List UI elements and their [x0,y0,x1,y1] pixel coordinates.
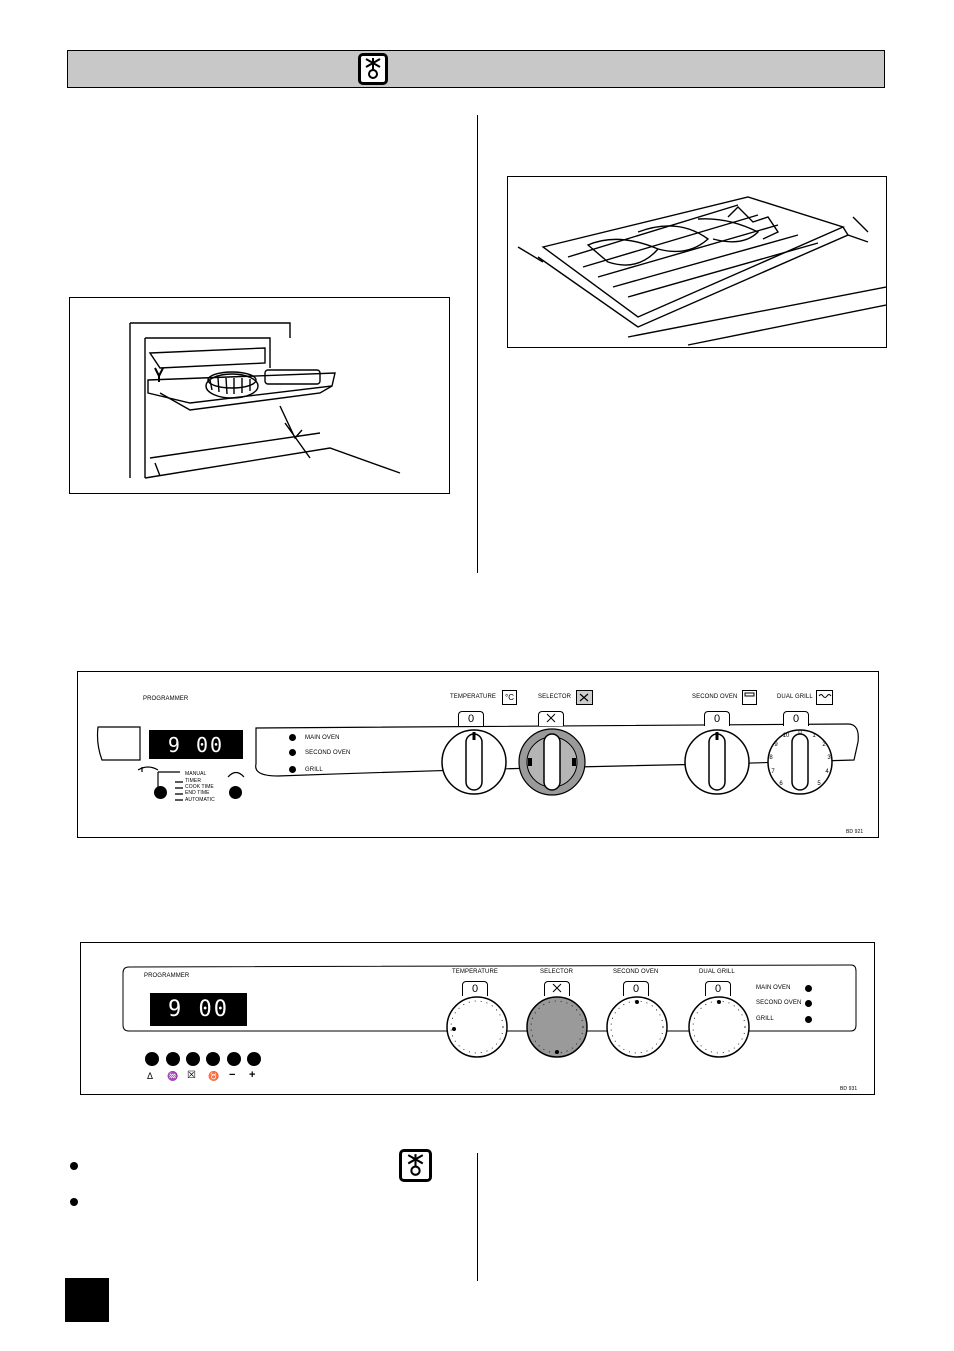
mode-timer: TIMER [185,778,202,784]
dual-grill-scale-10: 10 [783,733,790,739]
celsius-icon: °C [502,690,517,705]
temperature-value: 0 [458,711,484,726]
dual-grill-scale-1: 1 [812,733,816,739]
second-oven-knob[interactable] [605,995,669,1059]
dual-grill-scale-2: 2 [822,742,826,748]
column-divider [477,115,478,573]
second-oven-indicator-label: SECOND OVEN [305,750,351,756]
bell-icon: Δ [147,1071,154,1081]
bullet [70,1162,78,1170]
temperature-knob[interactable] [445,995,509,1059]
main-oven-indicator [805,985,812,992]
bullet [70,1198,78,1206]
mode-end-time: END TIME [185,790,210,796]
programmer-display: 9 00 [149,730,243,759]
control-panel-bd931: PROGRAMMER 9 00 TEMPERATURE SELECTOR SEC… [80,942,875,1095]
selector-knob-label: SELECTOR [538,694,572,700]
programmer-label: PROGRAMMER [143,696,189,702]
second-oven-value: 0 [623,981,649,996]
main-oven-indicator [289,734,296,741]
dual-grill-knob-label: DUAL GRILL [777,694,813,700]
second-oven-icon [742,690,757,705]
selector-value [544,981,570,996]
selector-knob-label: SELECTOR [540,969,574,975]
dual-grill-knob[interactable]: 0 1 2 3 4 5 6 7 8 9 10 [764,726,836,798]
second-oven-knob[interactable] [681,726,753,798]
selector-knob[interactable] [525,995,589,1059]
grill-indicator [805,1016,812,1023]
dual-grill-scale-6: 6 [779,781,783,787]
dual-grill-scale-4: 4 [825,769,829,775]
selector-knob[interactable] [516,726,588,798]
cook-time-icon: ♒ [167,1071,179,1081]
selector-value [538,711,564,726]
oven-function-icon [358,53,388,85]
mode-select-button[interactable] [154,786,167,799]
mode-automatic: AUTOMATIC [185,797,215,803]
minus-button[interactable] [227,1052,241,1066]
grill-pan-illustration [507,176,887,348]
dual-grill-knob-label: DUAL GRILL [699,969,735,975]
dual-grill-scale-0: 0 [798,730,802,736]
dual-grill-scale-9: 9 [774,742,778,748]
temperature-knob-label: TEMPERATURE [452,969,498,975]
mode-cook-time: COOK TIME [185,784,214,790]
section-header-bar [67,50,885,88]
oven-function-icon [576,690,593,705]
minus-icon: − [229,1069,236,1081]
end-time-icon: ☒ [187,1070,196,1081]
plus-button[interactable] [247,1052,261,1066]
programmer-label: PROGRAMMER [144,973,190,979]
temperature-knob-label: TEMPERATURE [450,694,496,700]
cook-time-button[interactable] [166,1052,180,1066]
control-panel-bd921: PROGRAMMER 9 00 MAIN OVEN SECOND OVEN GR… [77,671,879,838]
grill-indicator-label: GRILL [756,1016,774,1022]
programmer-display: 9 00 [150,993,247,1026]
diagram-code: BD 931 [840,1086,858,1092]
second-oven-indicator-label: SECOND OVEN [756,1000,802,1006]
set-button[interactable] [229,786,242,799]
dual-grill-knob[interactable] [687,995,751,1059]
second-oven-indicator [289,749,296,756]
dual-grill-scale-3: 3 [827,755,831,761]
end-time-button[interactable] [186,1052,200,1066]
temperature-value: 0 [462,981,488,996]
grill-indicator-label: GRILL [305,767,323,773]
oven-function-icon [399,1149,432,1182]
oven-shelf-illustration [69,297,450,494]
mode-manual: MANUAL [185,771,207,777]
bell-button[interactable] [145,1052,159,1066]
column-divider [477,1153,478,1281]
temperature-knob[interactable] [438,726,510,798]
dual-grill-scale-5: 5 [817,781,821,787]
second-oven-indicator [805,1000,812,1007]
second-oven-value: 0 [704,711,730,726]
grill-indicator [289,766,296,773]
manual-button[interactable] [206,1052,220,1066]
dual-grill-icon [816,690,833,705]
second-oven-knob-label: SECOND OVEN [613,969,659,975]
second-oven-knob-label: SECOND OVEN [692,694,738,700]
page-number-block [65,1278,109,1322]
dual-grill-value: 0 [705,981,731,996]
dual-grill-value: 0 [783,711,809,726]
main-oven-indicator-label: MAIN OVEN [305,735,340,741]
manual-icon: ♉ [208,1071,220,1081]
plus-icon: + [249,1069,256,1081]
dual-grill-scale-7: 7 [771,769,775,775]
diagram-code: BD 921 [846,829,864,835]
dual-grill-scale-8: 8 [769,755,773,761]
main-oven-indicator-label: MAIN OVEN [756,985,791,991]
